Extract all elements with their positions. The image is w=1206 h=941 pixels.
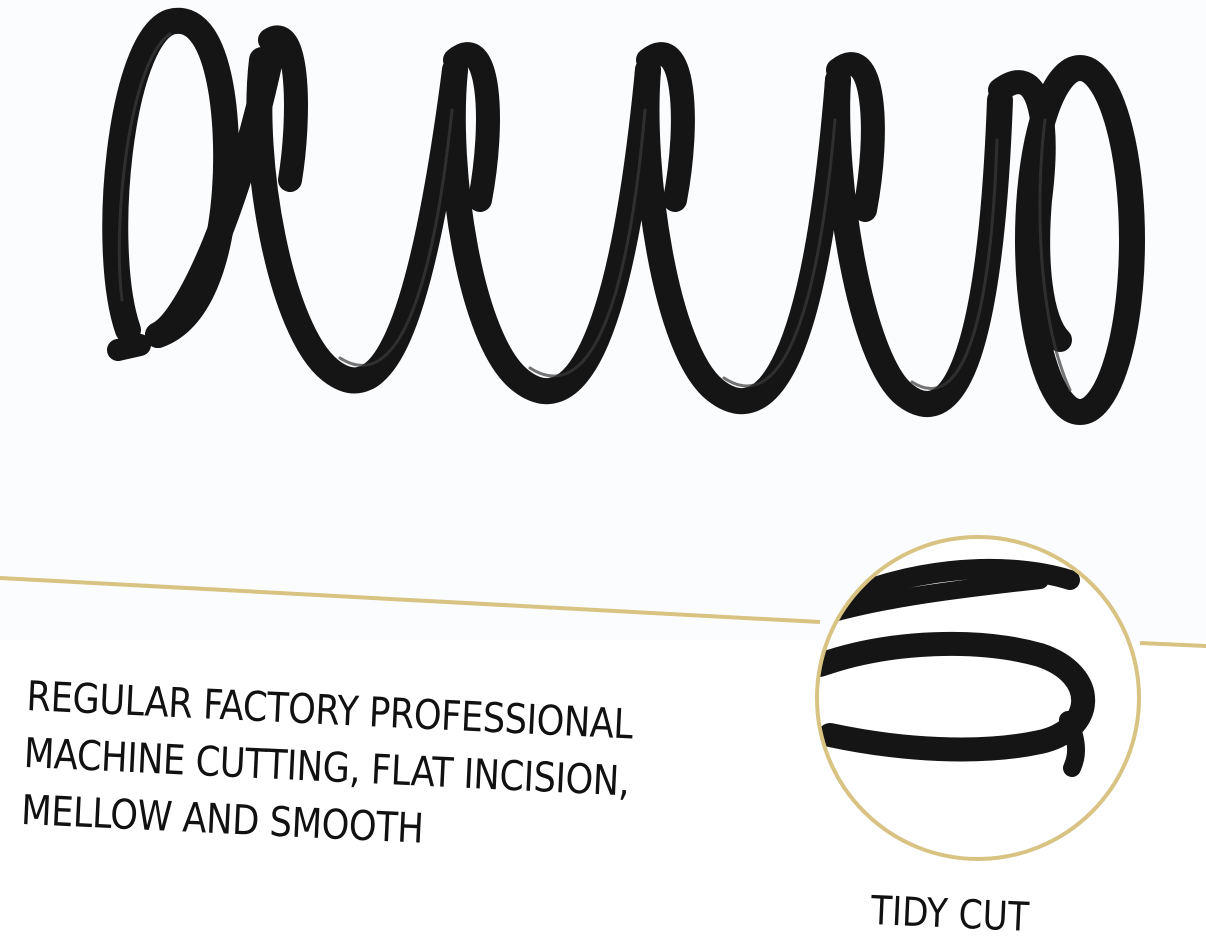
spring-image (102, 7, 1145, 425)
zoom-label: TIDY CUT (869, 888, 1030, 941)
zoom-detail-circle (815, 535, 1141, 861)
